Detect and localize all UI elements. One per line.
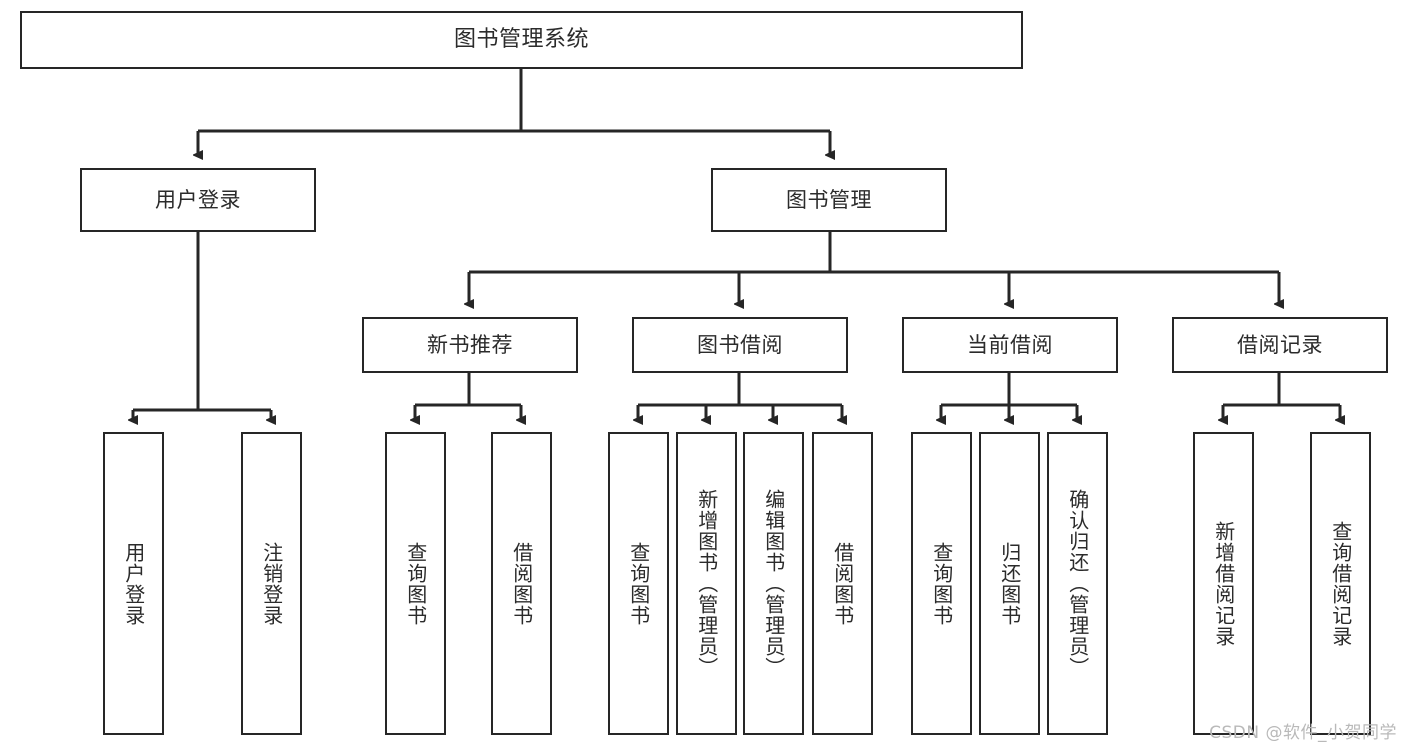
node-leaf-borrow-book-2[interactable]: 借阅图书 [812,432,873,735]
node-leaf-query-book-3[interactable]: 查询图书 [911,432,972,735]
node-root[interactable]: 图书管理系统 [20,11,1023,69]
node-root-label: 图书管理系统 [453,27,589,53]
node-new-book-recommend-label: 新书推荐 [427,332,513,357]
node-leaf-user-login-label: 用户登录 [121,541,146,626]
node-leaf-add-record[interactable]: 新增借阅记录 [1193,432,1254,735]
node-leaf-return-book-label: 归还图书 [997,541,1022,626]
node-leaf-query-book-3-label: 查询图书 [929,541,954,626]
node-leaf-user-logout[interactable]: 注销登录 [241,432,302,735]
node-borrow-record-label: 借阅记录 [1237,332,1323,357]
node-leaf-query-book-2[interactable]: 查询图书 [608,432,669,735]
node-leaf-add-book[interactable]: 新增图书（管理员） [676,432,737,735]
node-leaf-borrow-book-1-label: 借阅图书 [509,541,534,626]
node-leaf-confirm-return[interactable]: 确认归还（管理员） [1047,432,1108,735]
node-leaf-add-book-label: 新增图书（管理员） [694,489,719,678]
node-leaf-add-record-label: 新增借阅记录 [1211,520,1236,647]
node-book-manage[interactable]: 图书管理 [711,168,947,232]
watermark-text: CSDN @软件_小贺同学 [1209,723,1397,743]
node-leaf-user-logout-label: 注销登录 [259,541,284,626]
node-user-login-label: 用户登录 [155,187,241,212]
node-leaf-query-book-1-label: 查询图书 [403,541,428,626]
node-new-book-recommend[interactable]: 新书推荐 [362,317,578,373]
node-book-manage-label: 图书管理 [786,187,872,212]
node-leaf-confirm-return-label: 确认归还（管理员） [1065,489,1090,678]
node-book-borrow-label: 图书借阅 [697,332,783,357]
node-book-borrow[interactable]: 图书借阅 [632,317,848,373]
node-leaf-query-book-1[interactable]: 查询图书 [385,432,446,735]
node-leaf-query-record[interactable]: 查询借阅记录 [1310,432,1371,735]
node-leaf-borrow-book-2-label: 借阅图书 [830,541,855,626]
node-leaf-edit-book[interactable]: 编辑图书（管理员） [743,432,804,735]
node-leaf-query-record-label: 查询借阅记录 [1328,520,1353,647]
node-current-borrow-label: 当前借阅 [967,332,1053,357]
node-leaf-borrow-book-1[interactable]: 借阅图书 [491,432,552,735]
node-leaf-return-book[interactable]: 归还图书 [979,432,1040,735]
node-current-borrow[interactable]: 当前借阅 [902,317,1118,373]
node-leaf-user-login[interactable]: 用户登录 [103,432,164,735]
node-borrow-record[interactable]: 借阅记录 [1172,317,1388,373]
node-user-login[interactable]: 用户登录 [80,168,316,232]
node-leaf-query-book-2-label: 查询图书 [626,541,651,626]
node-leaf-edit-book-label: 编辑图书（管理员） [761,489,786,678]
